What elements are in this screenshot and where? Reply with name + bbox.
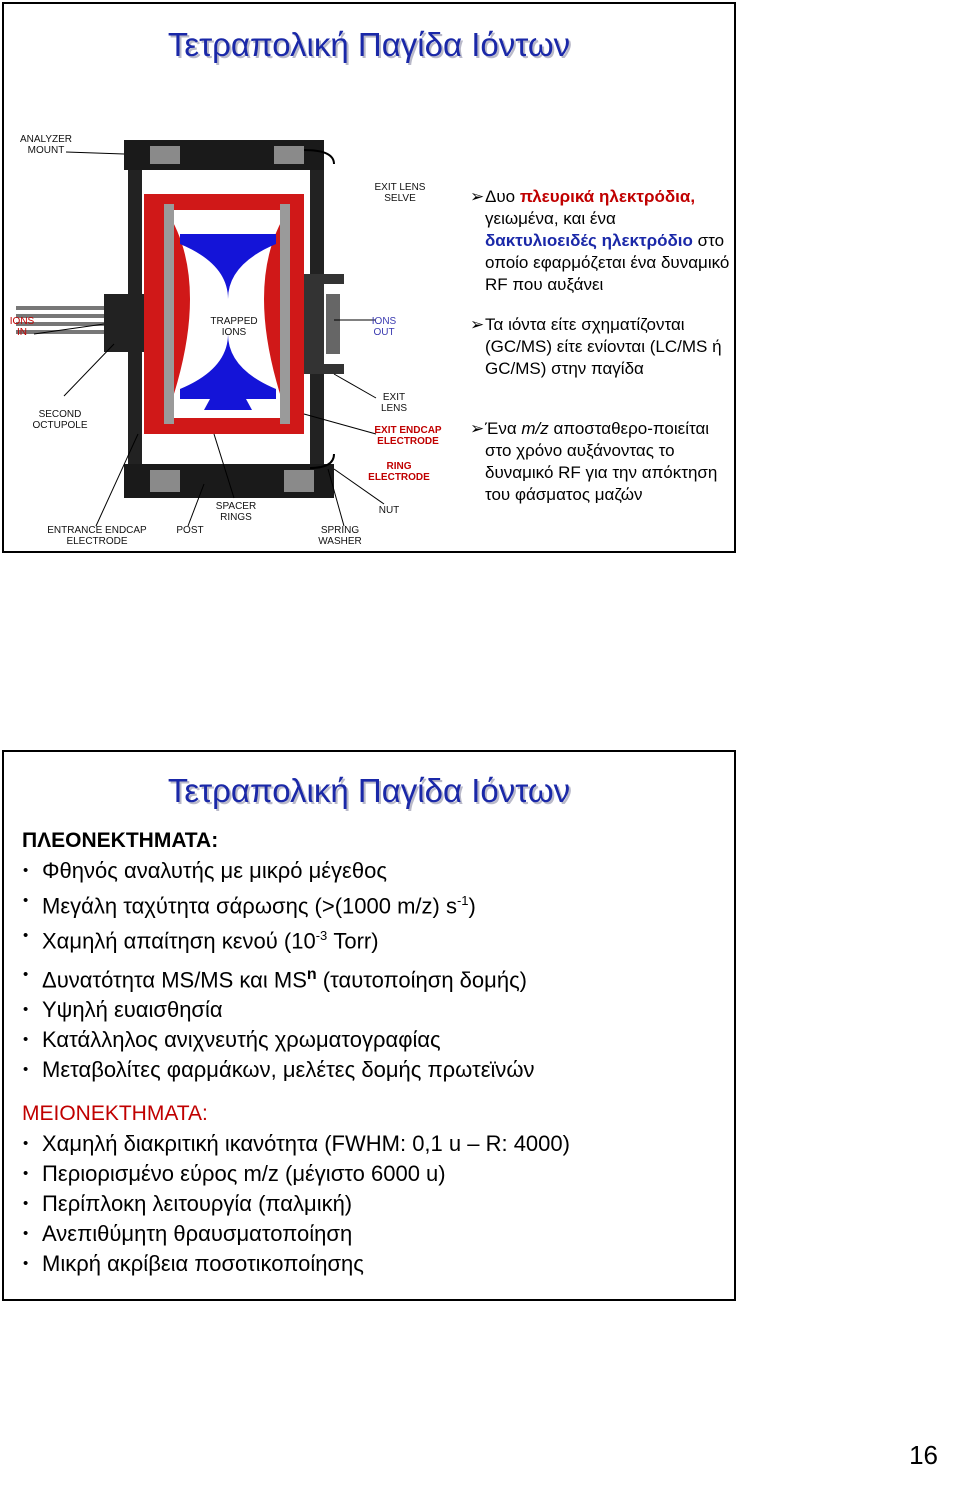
bullet-electrodes: ➢ Δυο πλευρικά ηλεκτρόδια, γειωμένα, και… <box>470 186 732 296</box>
arrow-bullet-icon: ➢ <box>470 419 485 438</box>
bullet-electrodes-text-3: στο οποίο εφαρμόζεται ένα δυναμικό RF πο… <box>485 231 730 294</box>
page-number: 16 <box>909 1440 938 1470</box>
label-post: POST <box>176 525 204 536</box>
label-nut: NUT <box>378 505 400 516</box>
label-exit-endcap-electrode: EXIT ENDCAP ELECTRODE <box>374 425 442 447</box>
arrow-bullet-icon: ➢ <box>470 315 485 334</box>
slide-1: Τετραπολική Παγίδα Ιόντων <box>2 2 736 553</box>
bullet-mz-destabilization: ➢ Ένα m/z αποσταθερο-ποιείται στο χρόνο … <box>470 418 732 506</box>
disadvantage-item: Ανεπιθύμητη θραυσματοποίηση <box>22 1219 570 1249</box>
advantage-text: Torr) <box>327 928 379 954</box>
advantage-text: (ταυτοποίηση δομής) <box>316 966 527 992</box>
label-ions-in: IONS IN <box>9 316 35 338</box>
advantage-text: Χαμηλή απαίτηση κενού (10 <box>42 928 316 954</box>
advantage-item: Φθηνός αναλυτής με μικρό μέγεθος <box>22 856 570 886</box>
advantages-list: ΠΛΕΟΝΕΚΤΗΜΑΤΑ: Φθηνός αναλυτής με μικρό … <box>22 826 570 1279</box>
bullet-ions-formation-text: Τα ιόντα είτε σχηματίζονται (GC/MS) είτε… <box>485 315 722 378</box>
slide-1-title: Τετραπολική Παγίδα Ιόντων <box>167 26 571 63</box>
label-ions-out: IONS OUT <box>371 316 397 338</box>
label-exit-lens: EXIT LENS <box>380 392 408 414</box>
disadvantage-item: Περίπλοκη λειτουργία (παλμική) <box>22 1189 570 1219</box>
advantage-item: Μεγάλη ταχύτητα σάρωσης (>(1000 m/z) s-1… <box>22 886 570 921</box>
slide-2-title: Τετραπολική Παγίδα Ιόντων <box>167 772 571 809</box>
advantage-item: Υψηλή ευαισθησία <box>22 995 570 1025</box>
advantage-item: Μεταβολίτες φαρμάκων, μελέτες δομής πρωτ… <box>22 1055 570 1085</box>
bullet-electrodes-text-1: Δυο <box>485 187 520 206</box>
bullet-mz-text-2: αποσταθερο-ποιείται στο χρόνο αυξάνοντας… <box>485 419 718 504</box>
label-analyzer-mount: ANALYZER MOUNT <box>19 134 73 156</box>
label-ring-electrode: RING ELECTRODE <box>368 461 430 483</box>
advantage-text: Μεγάλη ταχύτητα σάρωσης (>(1000 m/z) s <box>42 893 457 919</box>
advantage-text: ) <box>468 893 476 919</box>
advantage-superscript: n <box>306 965 317 983</box>
label-trapped-ions: TRAPPED IONS <box>210 316 258 338</box>
label-spring-washer: SPRING WASHER <box>318 525 362 547</box>
advantage-item: Χαμηλή απαίτηση κενού (10-3 Torr) <box>22 921 570 956</box>
slide-2: Τετραπολική Παγίδα Ιόντων ΠΛΕΟΝΕΚΤΗΜΑΤΑ:… <box>2 750 736 1301</box>
bullet-ions-formation: ➢ Τα ιόντα είτε σχηματίζονται (GC/MS) εί… <box>470 314 732 380</box>
label-second-octupole: SECOND OCTUPOLE <box>32 409 88 431</box>
arrow-bullet-icon: ➢ <box>470 187 485 206</box>
label-spacer-rings: SPACER RINGS <box>215 501 257 523</box>
disadvantage-item: Μικρή ακρίβεια ποσοτικοποίησης <box>22 1249 570 1279</box>
ion-trap-diagram <box>16 140 385 527</box>
advantage-superscript: -1 <box>456 893 469 908</box>
disadvantages-header: ΜΕΙΟΝΕΚΤΗΜΑΤΑ: <box>22 1101 208 1125</box>
bullet-electrodes-highlight-1: πλευρικά ηλεκτρόδια, <box>519 187 696 206</box>
advantage-superscript: -3 <box>315 928 328 944</box>
disadvantage-item: Περιορισμένο εύρος m/z (μέγιστο 6000 u) <box>22 1159 570 1189</box>
advantage-item: Δυνατότητα MS/MS και MSn (ταυτοποίηση δο… <box>22 960 570 995</box>
label-exit-lens-selve: EXIT LENS SELVE <box>374 182 426 204</box>
bullet-electrodes-highlight-2: δακτυλιοειδές ηλεκτρόδιο <box>485 231 693 250</box>
advantage-text: Δυνατότητα MS/MS και MS <box>42 966 307 992</box>
advantage-item: Κατάλληλος ανιχνευτής χρωματογραφίας <box>22 1025 570 1055</box>
advantages-header: ΠΛΕΟΝΕΚΤΗΜΑΤΑ: <box>22 829 219 852</box>
bullet-electrodes-text-2: γειωμένα, και ένα <box>485 209 616 228</box>
bullet-mz-text-1: Ένα <box>485 419 522 438</box>
label-entrance-endcap-electrode: ENTRANCE ENDCAP ELECTRODE <box>47 525 147 547</box>
bullet-mz-italic: m/z <box>521 419 549 438</box>
disadvantage-item: Χαμηλή διακριτική ικανότητα (FWHM: 0,1 u… <box>22 1129 570 1159</box>
